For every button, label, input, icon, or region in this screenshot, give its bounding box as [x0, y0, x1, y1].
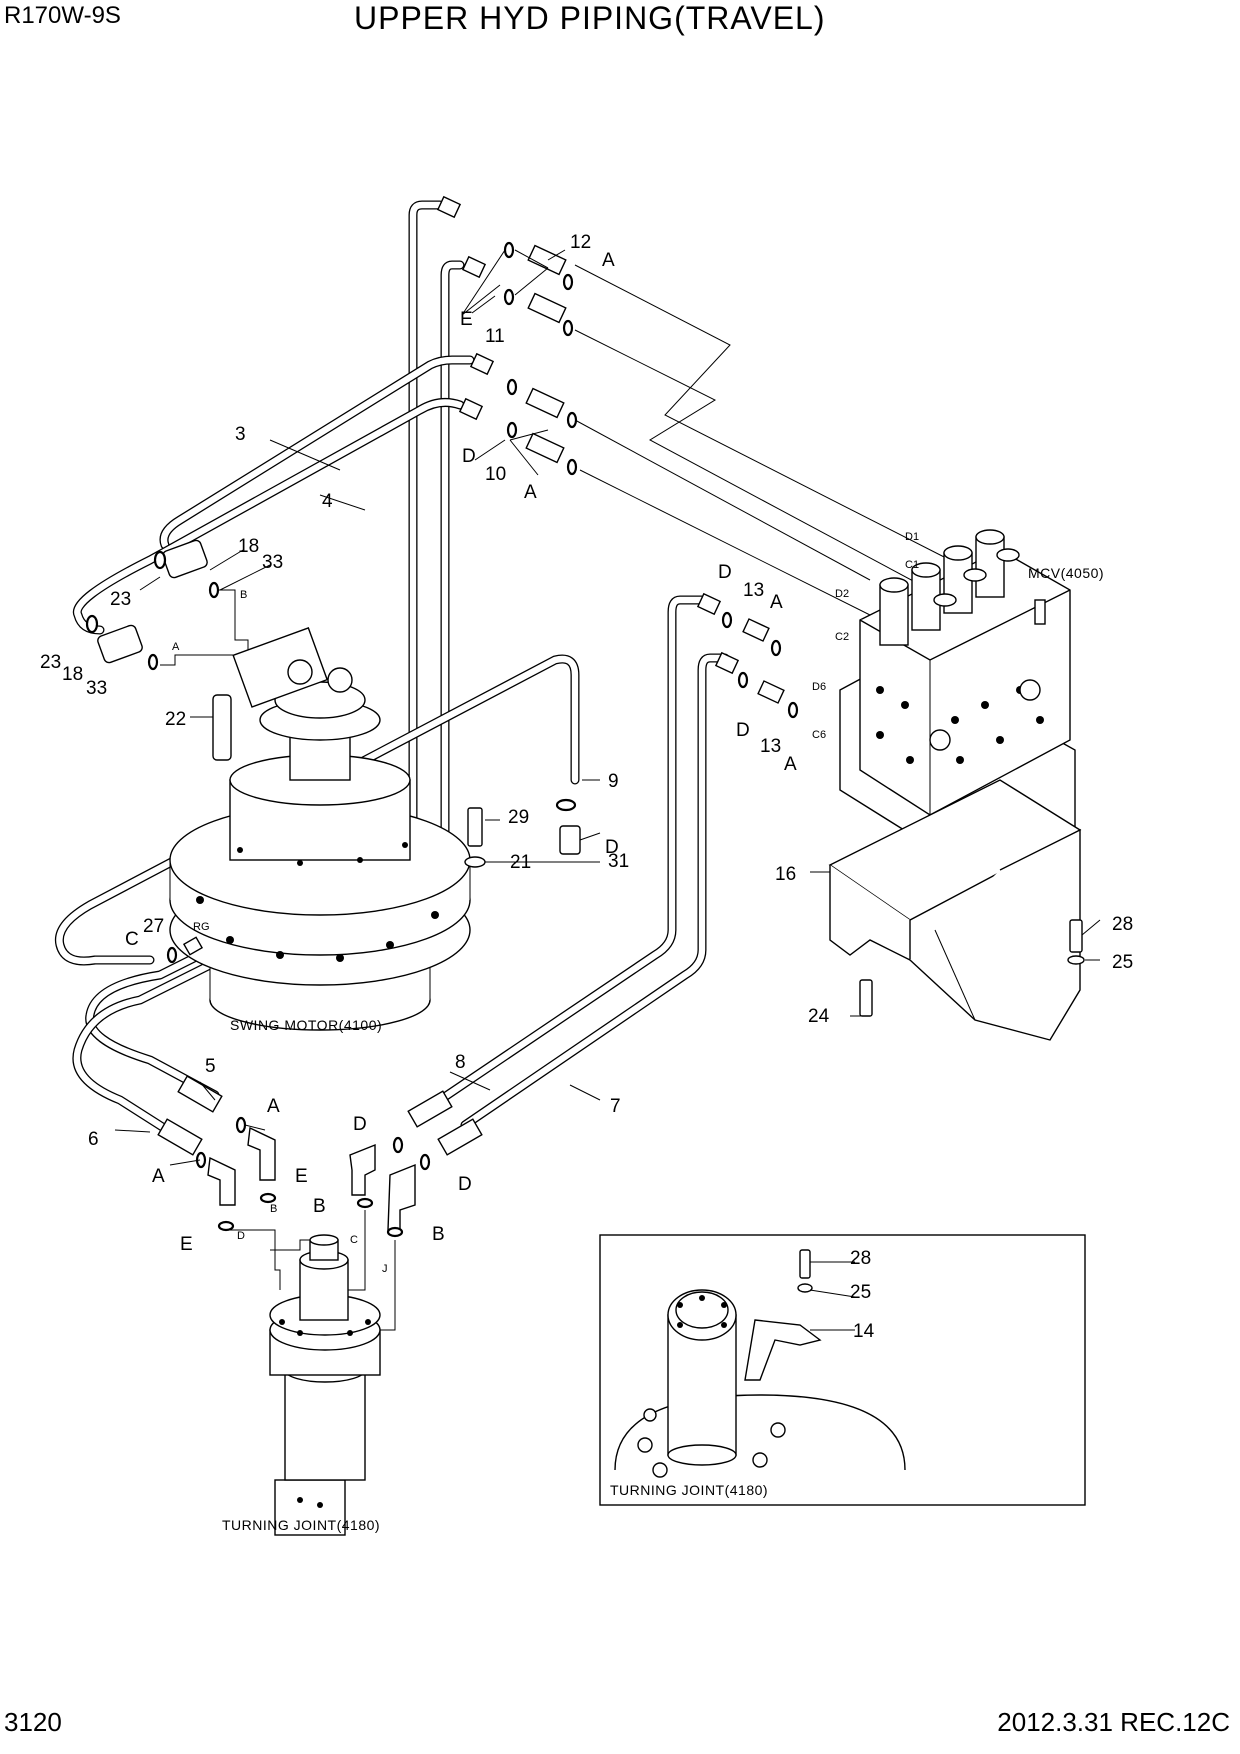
- callout-13b: 13: [760, 736, 781, 757]
- letter-a-3: A: [770, 592, 783, 613]
- callout-14: 14: [853, 1321, 875, 1342]
- callout-10: 10: [485, 464, 506, 485]
- callout-21: 21: [510, 852, 531, 873]
- letter-a-6: A: [267, 1096, 280, 1117]
- port-label-d6: D6: [812, 681, 826, 693]
- revision-date: 2012.3.31 REC.12C: [997, 1707, 1230, 1737]
- callout-8: 8: [455, 1052, 466, 1073]
- callout-33b: 33: [86, 678, 107, 699]
- hose-routes: [54, 200, 730, 1140]
- callout-31: 31: [608, 851, 629, 872]
- letter-d-3: D: [718, 562, 732, 583]
- turning-joint: [269, 1234, 381, 1536]
- letter-d-5: D: [605, 837, 619, 858]
- port-label-c6: C6: [812, 729, 826, 741]
- swing-motor-caption: SWING MOTOR(4100): [230, 1017, 382, 1033]
- mcv-fittings: [696, 592, 799, 719]
- port-label-d1: D1: [905, 531, 919, 543]
- inset-turning-joint-caption: TURNING JOINT(4180): [610, 1482, 768, 1498]
- letter-d-1: D: [462, 446, 476, 467]
- letter-a-4: A: [784, 754, 797, 775]
- port-label-c1: C1: [905, 559, 919, 571]
- page-title: UPPER HYD PIPING(TRAVEL): [354, 0, 826, 36]
- callout-33a: 33: [262, 552, 283, 573]
- tj-label-b: B: [270, 1203, 277, 1215]
- callout-18b: 18: [62, 664, 83, 685]
- callout-28b: 28: [850, 1248, 871, 1269]
- callout-22: 22: [165, 709, 186, 730]
- letter-d-4: D: [736, 720, 750, 741]
- small-parts: [85, 539, 1085, 1017]
- port-label-rg: RG: [193, 921, 210, 933]
- mcv-valve: [839, 529, 1076, 852]
- callout-24: 24: [808, 1006, 830, 1027]
- port-label-b: B: [240, 589, 247, 601]
- callout-16: 16: [775, 864, 796, 885]
- callout-25b: 25: [850, 1282, 871, 1303]
- callout-5: 5: [205, 1056, 216, 1077]
- callout-4: 4: [322, 491, 333, 512]
- callout-27: 27: [143, 916, 164, 937]
- letter-d-10: D: [458, 1174, 472, 1195]
- letter-a-7: A: [152, 1166, 165, 1187]
- letter-e-7: E: [295, 1166, 308, 1187]
- callout-12: 12: [570, 232, 591, 253]
- callout-18a: 18: [238, 536, 259, 557]
- tj-label-d: D: [237, 1230, 245, 1242]
- letter-a-1: A: [602, 250, 615, 271]
- letter-e-1: E: [460, 309, 473, 330]
- letter-e-8: E: [180, 1234, 193, 1255]
- callout-25a: 25: [1112, 952, 1133, 973]
- swing-motor: [169, 627, 471, 1031]
- letter-d-9: D: [353, 1114, 367, 1135]
- callout-13a: 13: [743, 580, 764, 601]
- port-label-a: A: [172, 641, 180, 653]
- callout-6: 6: [88, 1129, 99, 1150]
- turning-joint-caption: TURNING JOINT(4180): [222, 1517, 380, 1533]
- port-label-d2: D2: [835, 588, 849, 600]
- model-code: R170W-9S: [4, 2, 121, 29]
- inset-detail: [599, 1234, 1086, 1506]
- callout-3: 3: [235, 424, 246, 445]
- top-fittings: [436, 195, 578, 476]
- letter-a-2: A: [524, 482, 537, 503]
- letter-c-5: C: [125, 929, 139, 950]
- connection-lines: [160, 264, 951, 1331]
- page-number: 3120: [4, 1707, 62, 1737]
- callout-9: 9: [608, 771, 619, 792]
- letter-b-10: B: [432, 1224, 445, 1245]
- lower-fittings: [157, 1075, 483, 1238]
- port-label-c2: C2: [835, 631, 849, 643]
- callout-7: 7: [610, 1096, 621, 1117]
- callout-29: 29: [508, 807, 529, 828]
- callout-23a: 23: [110, 589, 131, 610]
- tj-label-j: J: [382, 1263, 388, 1275]
- callout-11: 11: [485, 326, 505, 347]
- leader-lines: [114, 249, 1101, 1331]
- mcv-caption: MCV(4050): [1028, 565, 1104, 581]
- callout-23b: 23: [40, 652, 61, 673]
- letter-b-9: B: [313, 1196, 326, 1217]
- mcv-bracket: [828, 779, 1082, 1041]
- tj-label-c: C: [350, 1234, 358, 1246]
- callout-28a: 28: [1112, 914, 1133, 935]
